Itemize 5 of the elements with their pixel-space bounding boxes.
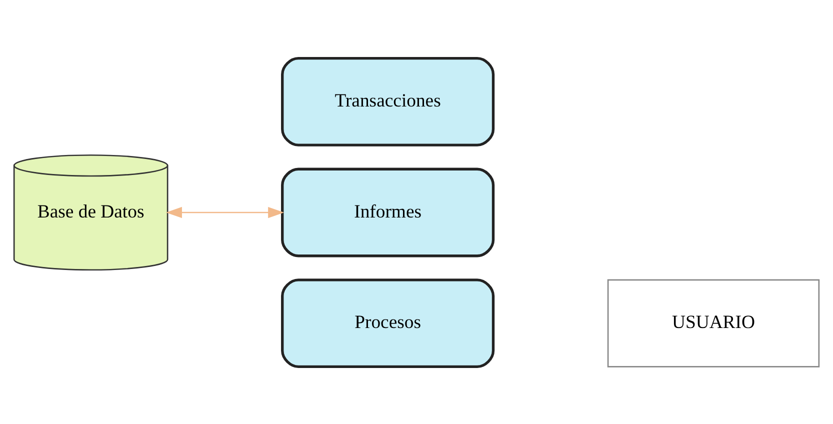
node-box: Informes <box>281 167 495 257</box>
node-box: USUARIO <box>607 278 820 367</box>
node-box: Procesos <box>281 278 495 368</box>
node-box: Transacciones <box>281 56 495 146</box>
arrow <box>166 206 284 218</box>
